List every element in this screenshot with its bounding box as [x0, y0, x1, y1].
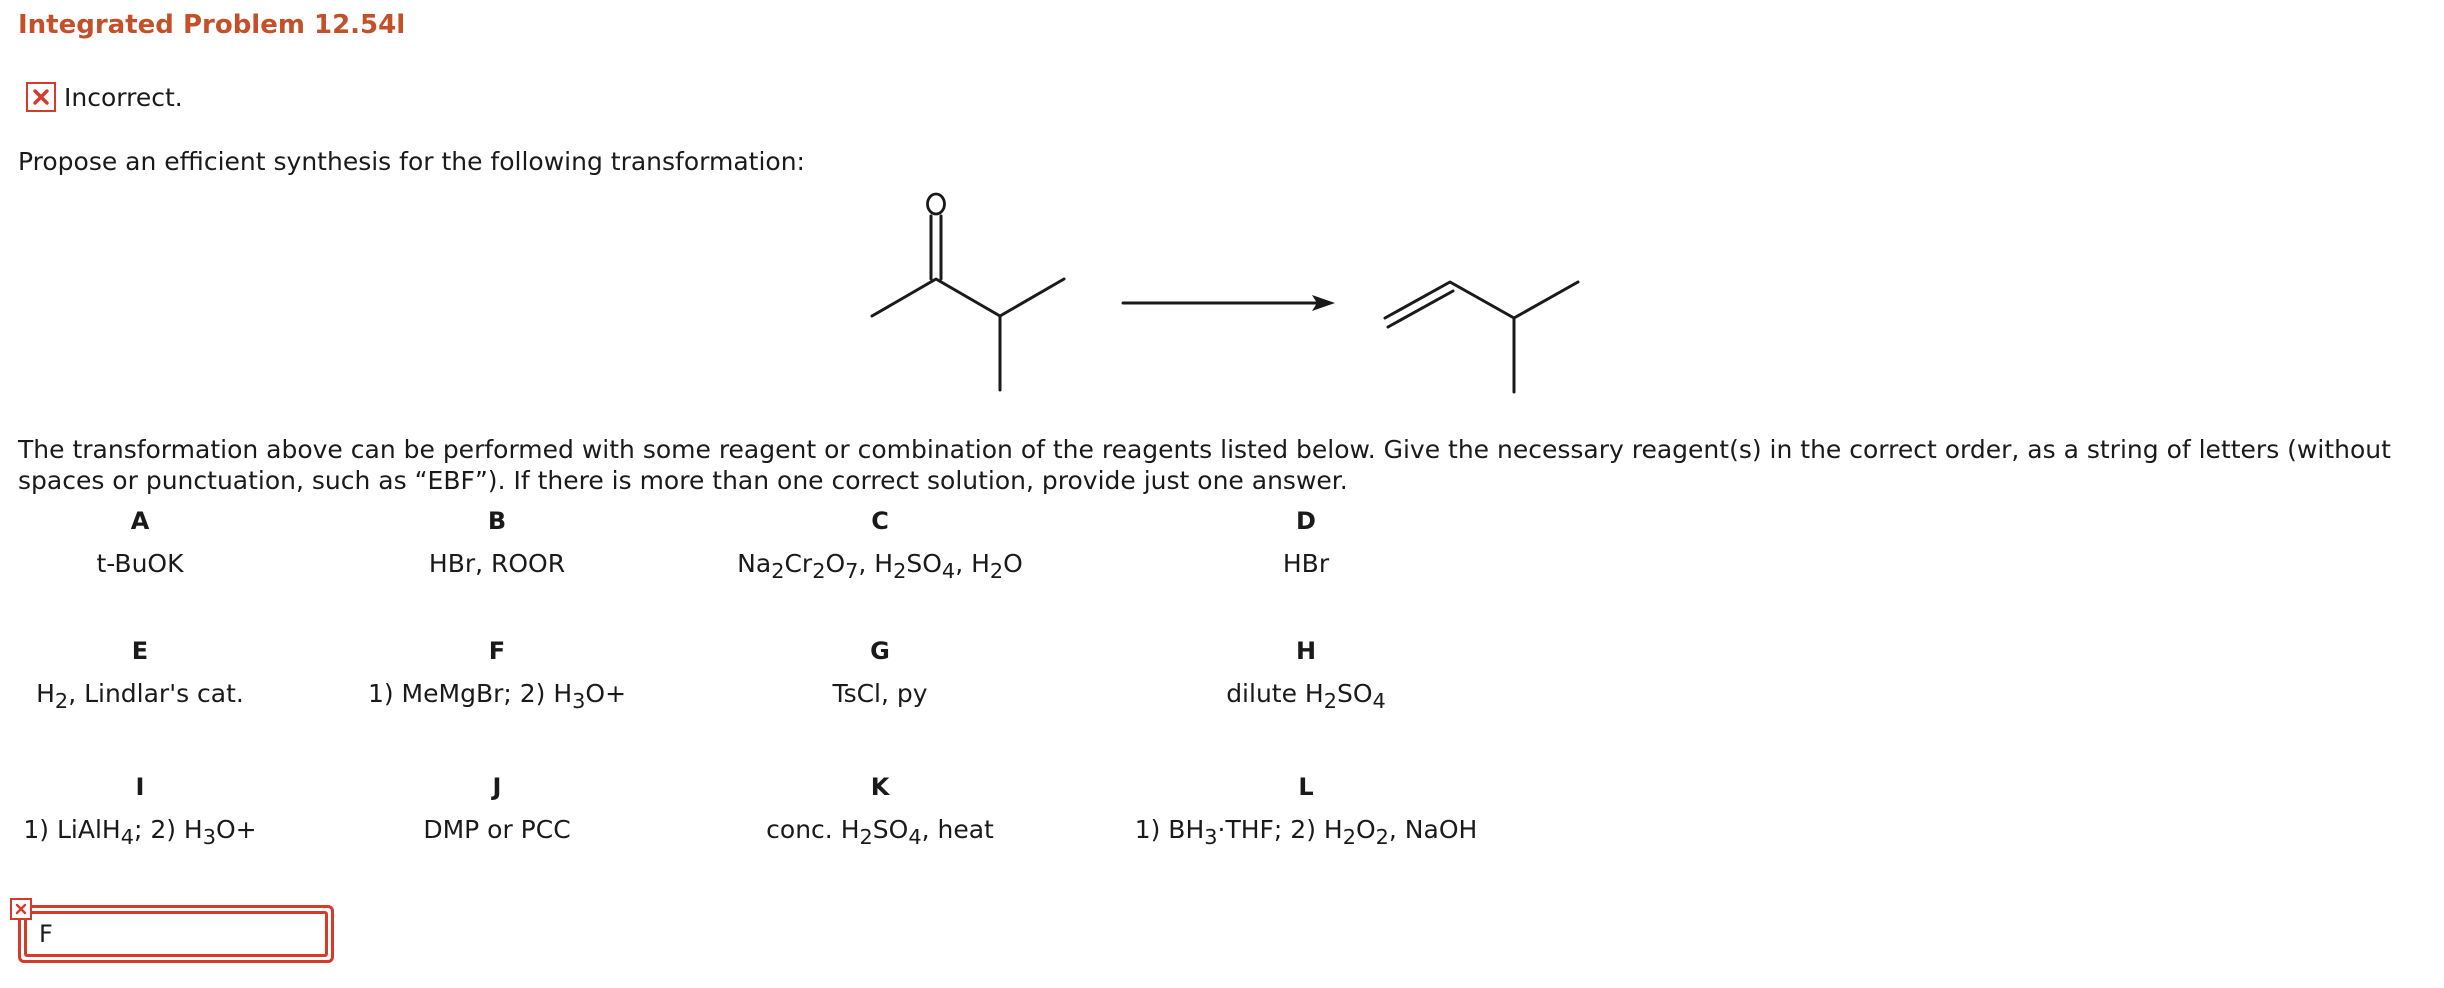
instructions-text: The transformation above can be performe…: [18, 435, 2391, 495]
reagent-description: 1) LiAlH4; 2) H3O+: [23, 815, 257, 849]
reagent-letter: L: [1298, 773, 1314, 801]
answer-input[interactable]: [24, 911, 328, 957]
reagent-description: conc. H2SO4, heat: [766, 815, 994, 849]
question-prompt: Propose an efficient synthesis for the f…: [18, 147, 805, 176]
status-label: Incorrect.: [64, 82, 183, 112]
reagent-i: I 1) LiAlH4; 2) H3O+: [0, 770, 340, 857]
reaction-scheme: [860, 182, 1600, 406]
reagent-j: J DMP or PCC: [297, 770, 697, 850]
answer-field-wrapper: [18, 905, 334, 963]
reagent-description: 1) MeMgBr; 2) H3O+: [367, 679, 627, 713]
reagent-description: dilute H2SO4: [1226, 679, 1386, 713]
reagent-description: HBr: [1282, 549, 1330, 578]
problem-title: Integrated Problem 12.54l: [18, 10, 406, 40]
reagent-l: L 1) BH3·THF; 2) H2O2, NaOH: [1106, 770, 1506, 857]
reagent-letter: I: [135, 773, 145, 801]
x-mark-icon: [26, 82, 56, 112]
reagent-description: HBr, ROOR: [428, 549, 566, 578]
reagent-letter: H: [1295, 637, 1317, 665]
reagent-c: C Na2Cr2O7, H2SO4, H2O: [680, 504, 1080, 591]
reagent-description: H2, Lindlar's cat.: [36, 679, 244, 713]
reactant-structure: [870, 192, 1066, 392]
reagent-letter: C: [871, 507, 889, 535]
product-structure: [1383, 280, 1580, 394]
reagent-letter: F: [488, 637, 506, 665]
reagent-letter: K: [870, 773, 890, 801]
reagent-letter: E: [131, 637, 149, 665]
reagent-letter: G: [870, 637, 890, 665]
reagent-description: TsCl, py: [832, 679, 928, 708]
reagent-description: DMP or PCC: [423, 815, 571, 844]
reagent-letter: D: [1296, 507, 1316, 535]
reagent-letter: A: [130, 507, 150, 535]
reagent-f: F 1) MeMgBr; 2) H3O+: [297, 634, 697, 721]
reagent-letter: B: [487, 507, 507, 535]
reagent-description: Na2Cr2O7, H2SO4, H2O: [737, 549, 1023, 583]
answer-status: Incorrect.: [26, 80, 183, 114]
reagent-d: D HBr: [1106, 504, 1506, 584]
reagent-description: 1) BH3·THF; 2) H2O2, NaOH: [1134, 815, 1478, 849]
reagent-b: B HBr, ROOR: [297, 504, 697, 584]
reagent-g: G TsCl, py: [680, 634, 1080, 714]
reagent-e: E H2, Lindlar's cat.: [0, 634, 340, 721]
reagent-description: t-BuOK: [96, 549, 184, 578]
reagent-letter: J: [492, 773, 502, 801]
reaction-arrow: [1121, 295, 1335, 311]
x-mark-icon: [10, 898, 32, 920]
